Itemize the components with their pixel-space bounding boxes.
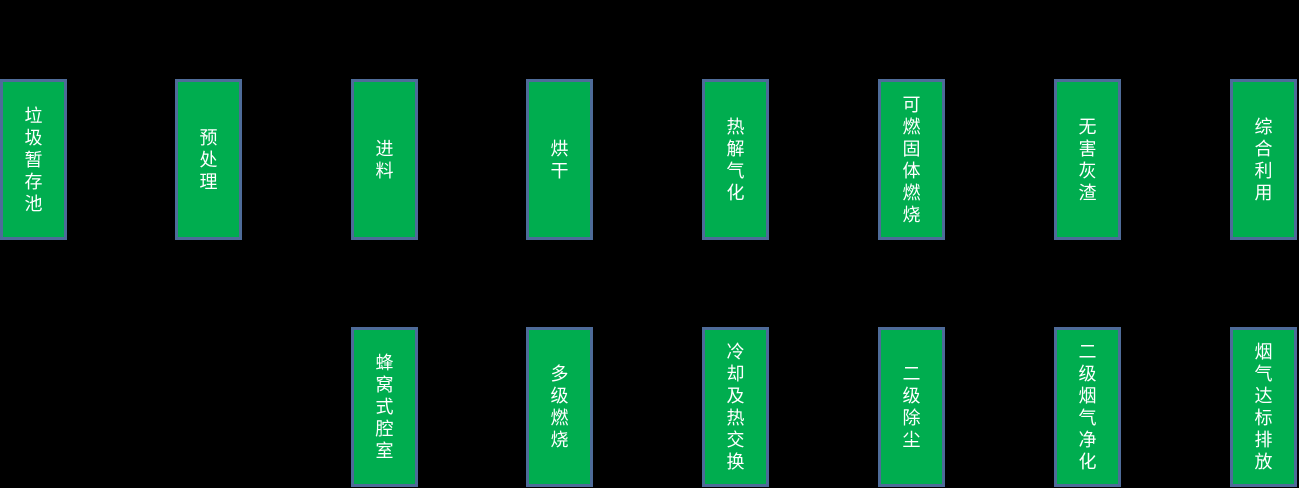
- flow-box-secondary-flue-gas-purification: 二级烟气净化: [1054, 327, 1121, 487]
- flow-box-label: 可燃固体燃烧: [902, 94, 921, 225]
- flow-box-pretreatment: 预处理: [175, 79, 242, 240]
- flow-box-label: 二级除尘: [902, 364, 921, 450]
- flow-box-waste-storage-pit: 垃圾暂存池: [0, 79, 67, 240]
- flow-box-label: 热解气化: [726, 116, 745, 203]
- flow-box-secondary-dust-removal: 二级除尘: [878, 327, 945, 487]
- flow-box-multistage-combustion: 多级燃烧: [526, 327, 593, 487]
- flow-box-drying: 烘干: [526, 79, 593, 240]
- flow-box-label: 无害灰渣: [1078, 116, 1097, 203]
- flow-box-label: 预处理: [199, 127, 218, 192]
- flow-box-comprehensive-utilization: 综合利用: [1230, 79, 1297, 240]
- flow-box-label: 烟气达标排放: [1254, 342, 1273, 472]
- flow-box-combustible-solid-combustion: 可燃固体燃烧: [878, 79, 945, 240]
- flow-box-label: 垃圾暂存池: [24, 105, 43, 214]
- flow-box-cooling-heat-exchange: 冷却及热交换: [702, 327, 769, 487]
- flow-box-flue-gas-standard-discharge: 烟气达标排放: [1230, 327, 1297, 487]
- flow-box-label: 二级烟气净化: [1078, 342, 1097, 472]
- flow-box-label: 烘干: [550, 138, 569, 181]
- flow-box-honeycomb-chamber: 蜂窝式腔室: [351, 327, 418, 487]
- flow-box-label: 冷却及热交换: [726, 342, 745, 472]
- flow-box-label: 进料: [375, 138, 394, 181]
- flow-box-label: 蜂窝式腔室: [375, 353, 394, 461]
- flow-box-label: 多级燃烧: [550, 364, 569, 450]
- flow-box-feeding: 进料: [351, 79, 418, 240]
- flow-box-harmless-ash: 无害灰渣: [1054, 79, 1121, 240]
- flow-box-label: 综合利用: [1254, 116, 1273, 203]
- flow-box-pyrolysis-gasification: 热解气化: [702, 79, 769, 240]
